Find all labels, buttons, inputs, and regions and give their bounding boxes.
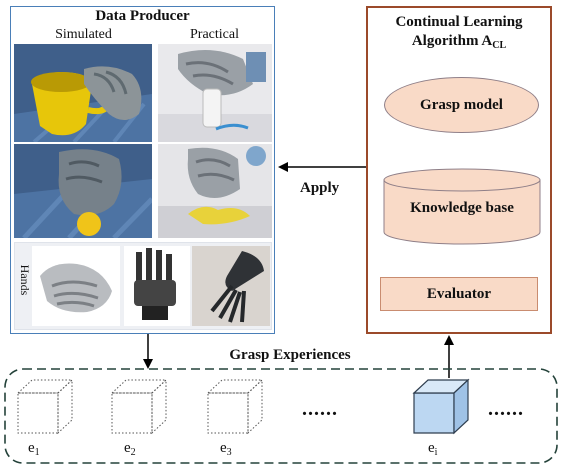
data-producer-title: Data Producer bbox=[95, 8, 190, 24]
label-ei: ei bbox=[428, 440, 438, 458]
apply-label: Apply bbox=[300, 180, 340, 196]
producer-to-experiences-arrow bbox=[143, 334, 153, 369]
knowledge-base-cylinder bbox=[383, 168, 541, 245]
grasp-experiences-container bbox=[4, 368, 558, 464]
experience-to-algorithm-arrow bbox=[444, 335, 454, 378]
robot-hand-1-image bbox=[32, 246, 120, 326]
label-e3: e3 bbox=[220, 440, 232, 458]
label-e1: e1 bbox=[28, 440, 40, 458]
cl-title-line2: Algorithm ACL bbox=[411, 33, 507, 51]
practical-label: Practical bbox=[190, 27, 239, 42]
grasp-model-label: Grasp model bbox=[420, 96, 503, 113]
grasp-experiences-title: Grasp Experiences bbox=[229, 347, 351, 363]
experience-cube-e3 bbox=[206, 378, 264, 435]
evaluator-node: Evaluator bbox=[380, 277, 538, 311]
ellipsis-middle: ...... bbox=[302, 398, 338, 420]
experience-cube-e1 bbox=[16, 378, 74, 435]
experience-cube-e2 bbox=[110, 378, 168, 435]
robot-hand-3-image bbox=[192, 246, 270, 326]
hands-label: Hands bbox=[18, 264, 32, 296]
cl-title-subscript: CL bbox=[492, 40, 507, 51]
experience-cube-ei bbox=[412, 378, 470, 435]
simulated-grasp-ball-image bbox=[14, 144, 152, 238]
robot-hand-2-image bbox=[124, 246, 190, 326]
grasp-model-node: Grasp model bbox=[384, 77, 539, 133]
evaluator-label: Evaluator bbox=[426, 285, 492, 302]
practical-grasp-bottle-image bbox=[158, 44, 272, 142]
ellipsis-right: ...... bbox=[488, 398, 524, 420]
cl-title-line1: Continual Learning bbox=[395, 14, 523, 30]
practical-grasp-toy-image bbox=[158, 144, 272, 238]
knowledge-base-label: Knowledge base bbox=[410, 200, 514, 216]
simulated-label: Simulated bbox=[55, 27, 112, 42]
apply-arrow bbox=[278, 162, 366, 172]
label-e2: e2 bbox=[124, 440, 136, 458]
simulated-grasp-cup-image bbox=[14, 44, 152, 142]
